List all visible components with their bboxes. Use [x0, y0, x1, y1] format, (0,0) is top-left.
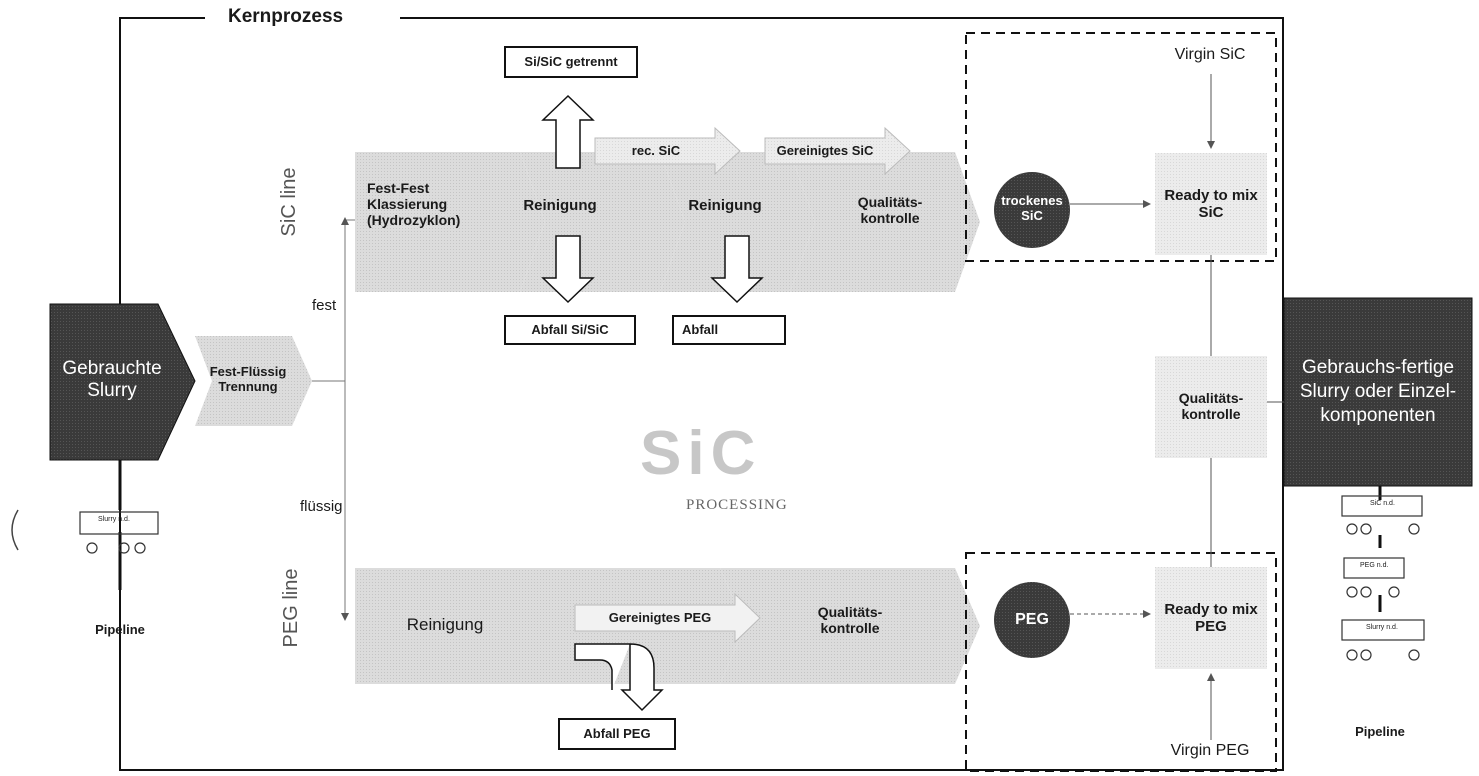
kernprozess-frame: [119, 17, 1284, 771]
pipeline-left: Pipeline: [95, 621, 145, 637]
down-arrow-2: [710, 235, 764, 304]
ready-peg-box: [1155, 567, 1267, 669]
truck-slurry: [1341, 619, 1425, 661]
frame-title: Kernprozess: [228, 6, 344, 27]
peg-circle: [994, 582, 1070, 658]
bracket-left: [11, 509, 19, 551]
output-shape: [1283, 297, 1473, 487]
peg-waste-arrow: [574, 643, 664, 712]
truck-label-slurry: Slurry n.d.: [1366, 624, 1398, 631]
pipeline-right: Pipeline: [1355, 723, 1405, 739]
up-arrow: [541, 94, 595, 169]
sic-step-classify: Fest-Fest Klassierung (Hydrozyklon): [367, 180, 461, 229]
truck-left: [79, 511, 159, 554]
branch-liquid: flüssig: [300, 498, 343, 515]
truck-label-sic: SiC n.d.: [1370, 500, 1395, 507]
dry-sic-circle: [994, 172, 1070, 248]
logo-sub: PROCESSING: [686, 497, 788, 513]
sic-line-chevrons: [355, 152, 980, 292]
truck-label-peg: PEG n.d.: [1360, 562, 1389, 569]
waste-sisic-box: Abfall Si/SiC: [504, 315, 636, 345]
rec-sic-arrow: [594, 126, 741, 176]
truck-label-left: Slurry n.d.: [98, 516, 130, 523]
sic-ready-dashed: [965, 32, 1277, 262]
ready-sic-box: [1155, 153, 1267, 255]
virgin-sic-label: Virgin SiC: [1174, 45, 1246, 63]
qc-final-box: [1155, 356, 1267, 458]
sisic-separated-box: Si/SiC getrennt: [504, 46, 638, 78]
dry-sic-label: trockenes SiC: [1001, 193, 1063, 223]
sic-step-qc: Qualitäts-kontrolle: [857, 193, 923, 226]
sic-line-label: SiC line: [278, 167, 300, 237]
ready-sic-label: Ready to mix SiC: [1164, 186, 1258, 221]
input-label: Gebrauchte Slurry: [62, 358, 162, 401]
clean-sic-arrow: [764, 126, 911, 176]
separation-chevron: [195, 336, 312, 426]
sic-step-clean-1: Reinigung: [523, 197, 597, 215]
input-shape: [49, 303, 196, 461]
waste-box: Abfall: [672, 315, 786, 345]
peg-circle-label: PEG: [1015, 610, 1049, 628]
peg-step-clean: Reinigung: [406, 615, 484, 635]
separation-label: Fest-Flüssig Trennung: [209, 364, 287, 394]
clean-sic-label: Gereinigtes SiC: [776, 142, 874, 158]
clean-peg-arrow: [574, 592, 761, 644]
virgin-peg-label: Virgin PEG: [1170, 741, 1250, 759]
branch-solid: fest: [312, 297, 337, 314]
output-label: Gebrauchs-fertige Slurry oder Einzel-kom…: [1299, 357, 1457, 426]
clean-peg-label: Gereinigtes PEG: [608, 609, 712, 625]
truck-sic: [1341, 495, 1423, 535]
sic-step-clean-2: Reinigung: [688, 197, 762, 215]
branch-lines: [312, 219, 355, 382]
peg-line-label: PEG line: [280, 568, 302, 648]
qc-final-label: Qualitäts-kontrolle: [1178, 389, 1244, 422]
truck-peg: [1343, 557, 1405, 598]
rec-sic-label: rec. SiC: [631, 142, 681, 158]
peg-step-qc: Qualitäts-kontrolle: [817, 603, 883, 636]
down-arrow-1: [541, 235, 595, 304]
peg-ready-dashed: [965, 552, 1277, 772]
waste-peg-box: Abfall PEG: [558, 718, 676, 750]
ready-peg-label: Ready to mix PEG: [1164, 600, 1258, 635]
logo-mark: SiC: [640, 419, 762, 488]
